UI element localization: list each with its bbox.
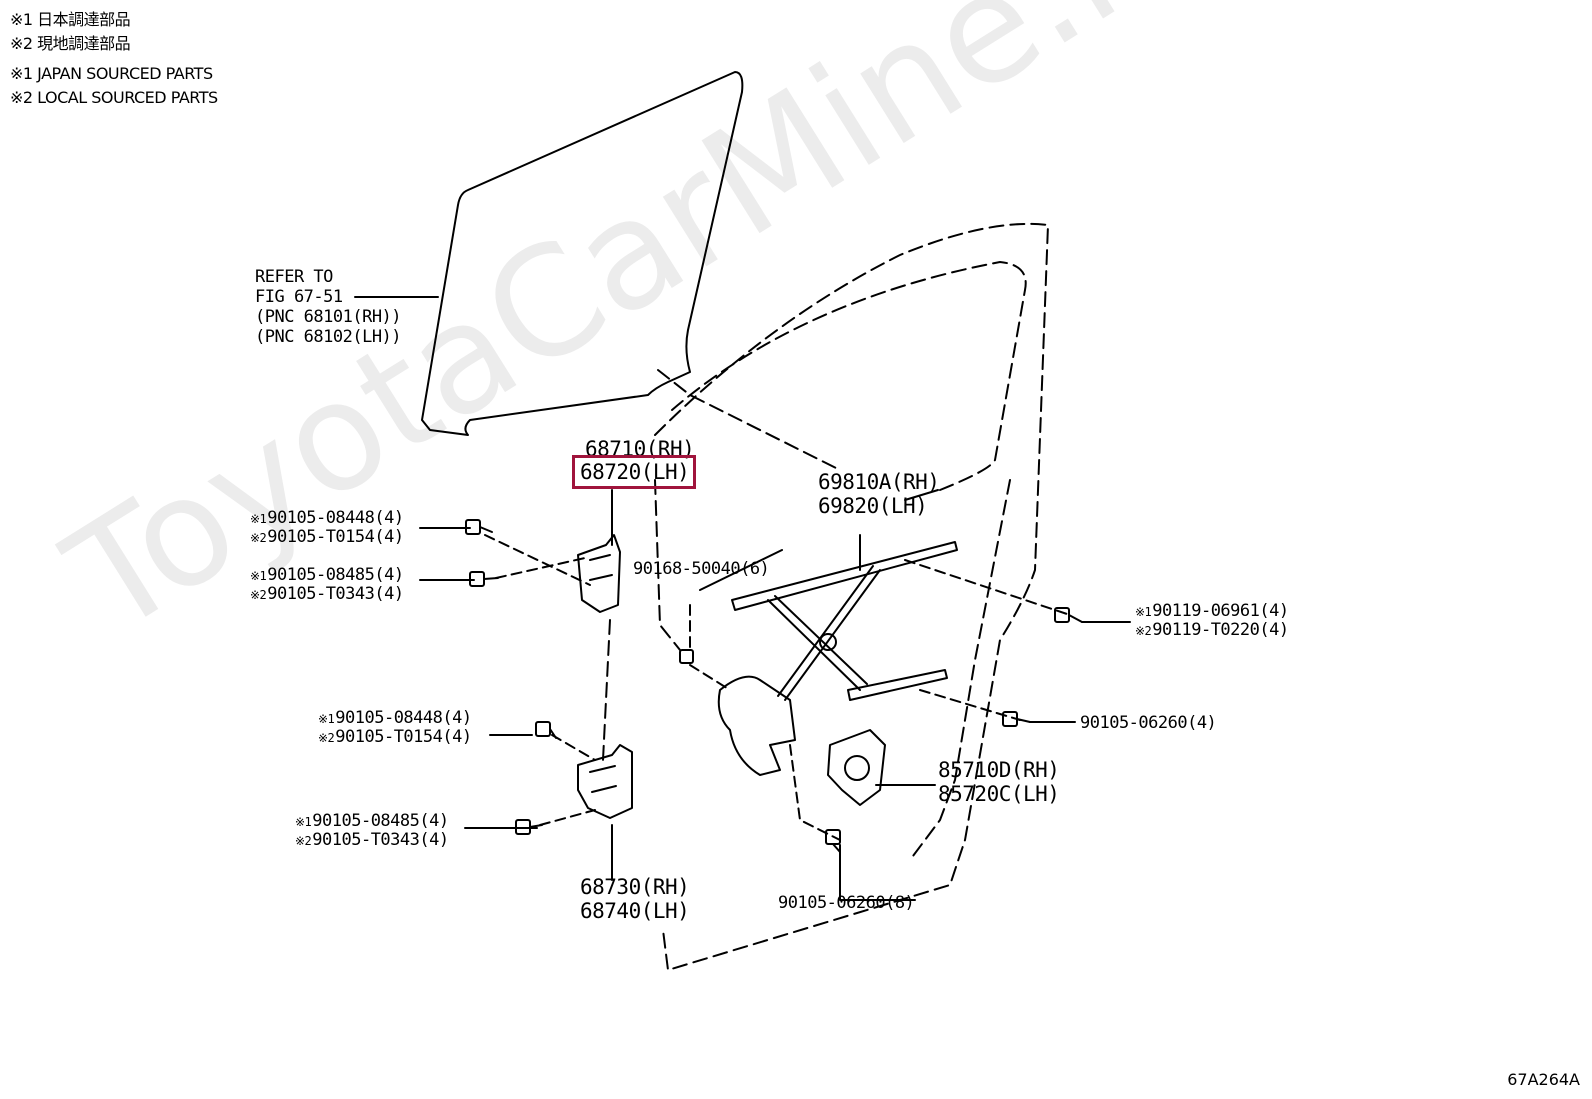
regulator-arm-2 <box>777 565 881 701</box>
part-bolt-a1[interactable]: ※190105-08448(4) <box>250 509 404 529</box>
part-rivet[interactable]: 90168-50040(6) <box>633 559 770 579</box>
note-en-1: ※1 JAPAN SOURCED PARTS <box>10 64 213 83</box>
note-jp-2: ※2 現地調達部品 <box>10 34 131 53</box>
mark-2: ※2 <box>250 531 267 545</box>
bolt-a1-number: 90105-08448(4) <box>267 508 404 528</box>
mark-1: ※1 <box>1135 605 1152 619</box>
part-bolt-e[interactable]: 90105-06260(4) <box>1080 713 1217 733</box>
note-en-2: ※2 LOCAL SOURCED PARTS <box>10 88 218 107</box>
note-jp-1: ※1 日本調達部品 <box>10 10 131 29</box>
regulator-base <box>717 675 796 776</box>
highlight-box <box>572 455 696 489</box>
door-inner-outline <box>671 261 1027 491</box>
part-bolt-b2[interactable]: ※290105-T0343(4) <box>250 585 404 605</box>
part-bolt-d1[interactable]: ※190105-08448(4) <box>318 709 472 729</box>
bolt-f2-number: 90105-T0343(4) <box>312 830 449 850</box>
glass-ref-line4: (PNC 68102(LH)) <box>255 327 402 347</box>
regulator-rail-lower <box>847 669 948 701</box>
bolt-d2-number: 90105-T0154(4) <box>335 727 472 747</box>
part-69820-lh[interactable]: 69820(LH) <box>818 494 928 518</box>
bolt-d1-number: 90105-08448(4) <box>335 708 472 728</box>
door-frame-outline <box>654 222 1049 971</box>
part-bolt-f2[interactable]: ※290105-T0343(4) <box>295 831 449 851</box>
lower-hinge <box>577 744 633 819</box>
mark-2: ※2 <box>318 731 335 745</box>
part-bolt-b1[interactable]: ※190105-08485(4) <box>250 566 404 586</box>
part-bolt-c1[interactable]: ※190119-06961(4) <box>1135 602 1289 622</box>
part-68720-lh[interactable]: 68720(LH) <box>580 460 690 484</box>
mark-2: ※2 <box>1135 624 1152 638</box>
mark-2: ※2 <box>250 588 267 602</box>
mark-1: ※1 <box>295 815 312 829</box>
bolt-f1-number: 90105-08485(4) <box>312 811 449 831</box>
part-bolt-g[interactable]: 90105-06260(8) <box>778 893 915 913</box>
figure-id: 67A264A <box>1507 1070 1580 1089</box>
part-bolt-f1[interactable]: ※190105-08485(4) <box>295 812 449 832</box>
mark-1: ※1 <box>318 712 335 726</box>
bolt-a2-number: 90105-T0154(4) <box>267 527 404 547</box>
part-68730-rh[interactable]: 68730(RH) <box>580 875 690 899</box>
part-bolt-a2[interactable]: ※290105-T0154(4) <box>250 528 404 548</box>
part-bolt-d2[interactable]: ※290105-T0154(4) <box>318 728 472 748</box>
part-68740-lh[interactable]: 68740(LH) <box>580 899 690 923</box>
mark-1: ※1 <box>250 512 267 526</box>
glass-ref-line2: FIG 67-51 <box>255 287 343 307</box>
bolt-b2-number: 90105-T0343(4) <box>267 584 404 604</box>
mark-2: ※2 <box>295 834 312 848</box>
bolt-icons <box>465 519 1083 853</box>
part-85720c-lh[interactable]: 85720C(LH) <box>938 782 1060 806</box>
glass-ref-line1: REFER TO <box>255 267 333 287</box>
part-69810a-rh[interactable]: 69810A(RH) <box>818 470 940 494</box>
bolt-c1-number: 90119-06961(4) <box>1152 601 1289 621</box>
window-motor <box>827 729 886 806</box>
glass-ref-line3: (PNC 68101(RH)) <box>255 307 402 327</box>
mark-1: ※1 <box>250 569 267 583</box>
door-glass <box>421 71 744 436</box>
upper-hinge <box>577 534 621 613</box>
bolt-b1-number: 90105-08485(4) <box>267 565 404 585</box>
bolt-c2-number: 90119-T0220(4) <box>1152 620 1289 640</box>
regulator-rail-upper <box>731 541 958 611</box>
part-bolt-c2[interactable]: ※290119-T0220(4) <box>1135 621 1289 641</box>
part-85710d-rh[interactable]: 85710D(RH) <box>938 758 1060 782</box>
